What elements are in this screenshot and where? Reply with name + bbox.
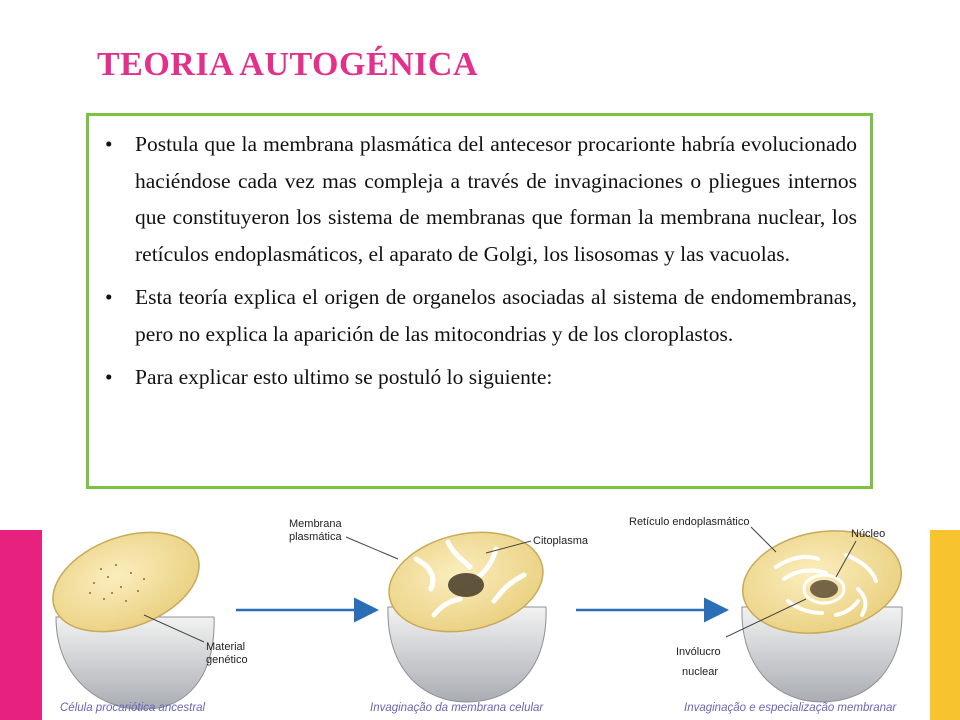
label-nucleo: Núcleo [851, 528, 885, 540]
bullet-item-2: • Esta teoría explica el origen de organe… [105, 279, 857, 352]
label-material-2: genético [206, 654, 248, 666]
bullet-dot: • [105, 132, 113, 156]
bullet-item-3: • Para explicar esto ultimo se postuló lo… [105, 359, 857, 396]
bullet-dot: • [105, 285, 113, 309]
caption-3: Invaginação e especialização membranar [684, 702, 897, 714]
left-accent-bar [0, 530, 42, 720]
bullet-list: • Postula que la membrana plasmática del … [105, 126, 857, 403]
label-involucro-2: nuclear [682, 666, 718, 678]
label-citoplasma: Citoplasma [533, 535, 589, 547]
label-reticulo: Retículo endoplasmático [629, 516, 749, 528]
bullet-text-1: Postula que la membrana plasmática del a… [135, 132, 857, 266]
label-involucro-1: Invólucro [676, 646, 721, 658]
cell-specialization-illustration [741, 530, 903, 703]
label-membrana-1: Membrana [289, 518, 342, 530]
bullet-item-1: • Postula que la membrana plasmática del … [105, 126, 857, 272]
bullet-text-3: Para explicar esto ultimo se postuló lo … [135, 365, 553, 389]
autogenic-theory-figure: Membrana plasmática Citoplasma Retículo … [46, 497, 930, 720]
bullet-box: • Postula que la membrana plasmática del … [86, 113, 873, 489]
label-material-1: Material [206, 641, 245, 653]
right-accent-bar [930, 530, 960, 720]
bullet-text-2: Esta teoría explica el origen de organel… [135, 285, 857, 346]
caption-1: Célula procariótica ancestral [60, 702, 206, 714]
caption-2: Invaginação da membrana celular [370, 702, 544, 714]
bullet-dot: • [105, 365, 113, 389]
slide-title: TEORIA AUTOGÉNICA [97, 46, 479, 83]
cell-prokaryote-illustration [52, 531, 215, 710]
cell-invagination-illustration [387, 531, 547, 703]
label-membrana-2: plasmática [289, 531, 342, 543]
figure-svg: Membrana plasmática Citoplasma Retículo … [52, 516, 903, 714]
